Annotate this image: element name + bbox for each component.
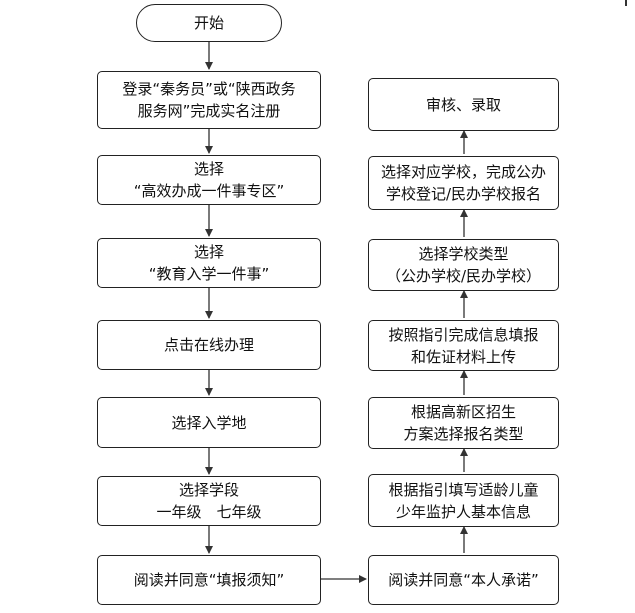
node-login-line-1: 登录“秦务员”或“陕西政务: [122, 80, 296, 98]
edge-mark: [625, 0, 627, 6]
node-zone-line-2: “高效办成一件事专区”: [133, 182, 285, 200]
node-zone-line-1: 选择: [193, 160, 224, 178]
node-upload: 按照指引完成信息填报 和佐证材料上传: [368, 320, 559, 371]
node-place-line-1: 选择入学地: [171, 413, 247, 432]
node-basic: 根据指引填写适龄儿童 少年监护人基本信息: [368, 474, 559, 527]
node-schooltype-line-1: 选择学校类型: [418, 245, 509, 263]
node-basic-line-2: 少年监护人基本信息: [395, 502, 531, 521]
node-notice-line-1: 阅读并同意“填报须知”: [133, 571, 285, 589]
node-promise: 阅读并同意“本人承诺”: [368, 555, 559, 605]
node-stage-line-1: 选择学段: [178, 481, 239, 499]
node-schooltype-line-2: （公办学校/民办学校）: [385, 267, 542, 285]
node-start-line-1: 开始: [193, 14, 224, 32]
node-login: 登录“秦务员”或“陕西政务 服务网”完成实名注册: [97, 71, 321, 129]
node-type-line-2: 方案选择报名类型: [403, 425, 524, 443]
node-basic-line-1: 根据指引填写适龄儿童: [388, 480, 539, 499]
node-upload-line-2: 和佐证材料上传: [410, 347, 516, 366]
node-promise-line-1: 阅读并同意“本人承诺”: [388, 571, 539, 589]
node-edu-line-1: 选择: [193, 243, 224, 261]
node-edu-line-2: “教育入学一件事”: [148, 265, 270, 283]
node-login-line-2: 服务网”完成实名注册: [137, 102, 281, 120]
node-type-line-1: 根据高新区招生: [410, 403, 516, 421]
node-review-line-1: 审核、录取: [425, 95, 501, 114]
node-register: 选择对应学校，完成公办 学校登记/民办学校报名: [368, 156, 559, 210]
node-notice: 阅读并同意“填报须知”: [97, 555, 321, 605]
node-type: 根据高新区招生 方案选择报名类型: [368, 397, 559, 449]
node-schooltype: 选择学校类型 （公办学校/民办学校）: [368, 239, 559, 291]
node-online-line-1: 点击在线办理: [163, 336, 254, 354]
node-edu: 选择 “教育入学一件事”: [97, 238, 321, 288]
node-stage-line-2: 一年级 七年级: [156, 503, 262, 521]
node-stage: 选择学段 一年级 七年级: [97, 476, 321, 526]
node-zone: 选择 “高效办成一件事专区”: [97, 155, 321, 205]
node-start: 开始: [136, 4, 282, 42]
node-online: 点击在线办理: [97, 320, 321, 370]
node-register-line-2: 学校登记/民办学校报名: [385, 185, 542, 203]
node-upload-line-1: 按照指引完成信息填报: [388, 325, 539, 344]
node-review: 审核、录取: [368, 78, 559, 131]
node-place: 选择入学地: [97, 397, 321, 448]
node-register-line-1: 选择对应学校，完成公办: [380, 163, 546, 181]
